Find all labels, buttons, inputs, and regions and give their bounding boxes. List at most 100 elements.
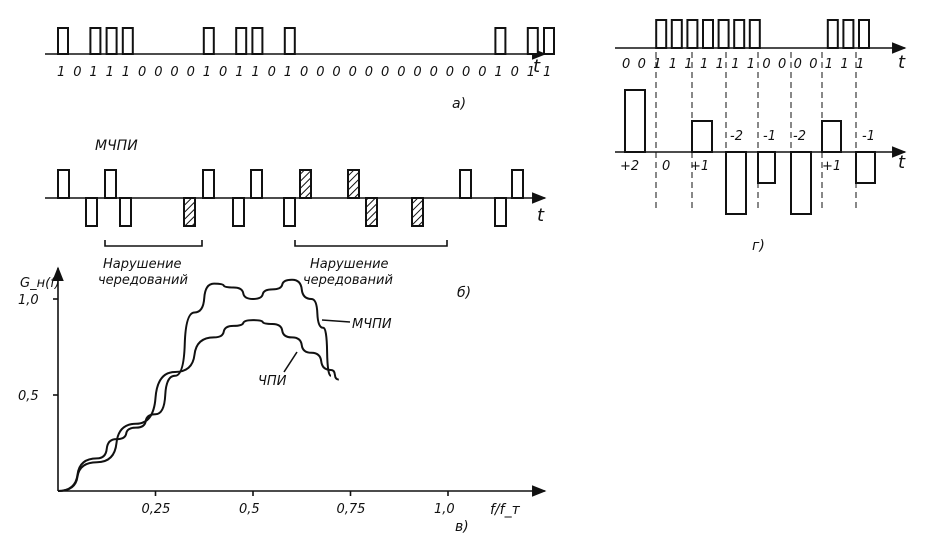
panel-b-caption: б) <box>457 285 471 301</box>
panel-g-pulse <box>670 19 683 49</box>
panel-b-pulse <box>85 197 98 227</box>
panel-b-violation-pulse <box>183 197 196 227</box>
violation-label-2a: Нарушение <box>310 257 389 272</box>
panel-g-level-bar <box>757 151 776 184</box>
panel-v-caption: в) <box>455 519 469 535</box>
chart-x-tick-label: 0,75 <box>337 502 366 517</box>
panel-g-bit-label: 0 <box>794 57 802 72</box>
panel-g-pulse <box>842 19 855 49</box>
panel-a-pulse <box>57 27 69 55</box>
panel-a-pulse <box>235 27 248 55</box>
panel-b-pulse <box>232 197 245 227</box>
panel-a-bit-label: 0 <box>138 65 146 80</box>
panel-a-pulse <box>121 27 134 55</box>
chart-y-tick-label: 1,0 <box>18 293 39 308</box>
panel-a-bit-label: 1 <box>235 65 243 80</box>
panel-b-pulse <box>283 197 296 227</box>
panel-a-pulse <box>494 27 507 55</box>
panel-b-pulse <box>511 169 524 199</box>
panel-g-bit-label: 1 <box>825 57 833 72</box>
panel-g-pulses <box>655 19 870 49</box>
panel-g-bit-label: 1 <box>669 57 677 72</box>
panel-a-bit-label: 0 <box>430 65 438 80</box>
panel-b-code-label: МЧПИ <box>95 138 138 154</box>
curve-leader-chpi <box>283 351 298 373</box>
panel-g-pulse <box>686 19 699 49</box>
panel-b: МЧПИ t Нарушение чередований Нарушение ч… <box>45 138 547 301</box>
violation-label-1a: Нарушение <box>103 257 182 272</box>
panel-b-violation-pulse <box>411 197 424 227</box>
panel-a-pulses <box>57 27 555 55</box>
panel-g-bit-label: 1 <box>716 57 724 72</box>
panel-g-level-label: 0 <box>662 159 670 174</box>
panel-g-level-label: -1 <box>763 129 776 144</box>
panel-g-level-bar <box>790 151 812 215</box>
violation-bracket-2 <box>294 240 448 247</box>
panel-b-pulses <box>57 169 524 227</box>
panel-g-level-bar <box>691 120 713 153</box>
panel-b-pulse <box>57 169 70 199</box>
panel-a-bit-label: 1 <box>527 65 535 80</box>
panel-a-bit-label: 0 <box>219 65 227 80</box>
panel-g-level-label: +1 <box>822 159 841 174</box>
chart-y-tick-label: 0,5 <box>18 389 39 404</box>
panel-g-bit-label: 0 <box>809 57 817 72</box>
panel-a-bit-label: 0 <box>170 65 178 80</box>
panel-g-t-label-top: t <box>898 52 906 73</box>
panel-g-bit-label: 0 <box>762 57 770 72</box>
panel-a-bit-label: 0 <box>381 65 389 80</box>
panel-a-bit-label: 0 <box>268 65 276 80</box>
panel-a-bit-label: 0 <box>316 65 324 80</box>
panel-b-pulse <box>250 169 263 199</box>
panel-b-t-label: t <box>537 205 545 226</box>
chart-x-tick-label: 0,25 <box>142 502 171 517</box>
panel-g-level-label: -1 <box>862 129 875 144</box>
panel-a-bit-label: 1 <box>203 65 211 80</box>
violation-bracket-1 <box>104 240 203 247</box>
violation-label-2b: чередований <box>303 273 393 288</box>
panel-g-bit-label: 1 <box>653 57 661 72</box>
series-chpi-line <box>57 319 339 492</box>
panel-a-bit-label: 0 <box>154 65 162 80</box>
panel-b-violation-pulse <box>347 169 360 199</box>
panel-a-pulse <box>526 27 539 55</box>
panel-a-pulse <box>543 27 555 55</box>
panel-g-level-label: -2 <box>730 129 743 144</box>
panel-g-bit-label: 1 <box>747 57 755 72</box>
panel-g-bit-label: 1 <box>731 57 739 72</box>
panel-a-bit-label: 1 <box>89 65 97 80</box>
panel-a-caption: а) <box>452 96 466 112</box>
chart-x-label: f/f_т <box>490 502 521 518</box>
panel-b-violation-pulse <box>299 169 312 199</box>
curve-leader-mchpi <box>321 319 351 323</box>
panel-g-level-label: +1 <box>690 159 709 174</box>
chart-y-label: G_н(f) <box>20 276 60 291</box>
panel-a-pulse <box>89 27 102 55</box>
panel-a-bit-label: 1 <box>251 65 259 80</box>
panel-b-pulse <box>459 169 472 199</box>
panel-a-t-label: t <box>533 56 541 77</box>
panel-a-bit-label: 0 <box>73 65 81 80</box>
panel-g-bit-label: 0 <box>622 57 630 72</box>
panel-a-bit-label: 0 <box>300 65 308 80</box>
panel-g-bit-label: 0 <box>778 57 786 72</box>
series-mchpi-line <box>57 278 332 492</box>
panel-g-dashed-guides <box>655 52 857 212</box>
panel-g-caption: г) <box>752 238 765 254</box>
panel-g-t-label-bottom: t <box>898 152 906 173</box>
panel-a-bit-label: 0 <box>397 65 405 80</box>
violation-label-1b: чередований <box>98 273 188 288</box>
chart-x-tick-label: 0,5 <box>239 502 260 517</box>
panel-a-bit-label: 1 <box>494 65 502 80</box>
panel-a-bit-label: 1 <box>106 65 114 80</box>
panel-g-pulse <box>717 19 730 49</box>
panel-g-bit-label: 1 <box>700 57 708 72</box>
panel-g-pulse <box>826 19 839 49</box>
